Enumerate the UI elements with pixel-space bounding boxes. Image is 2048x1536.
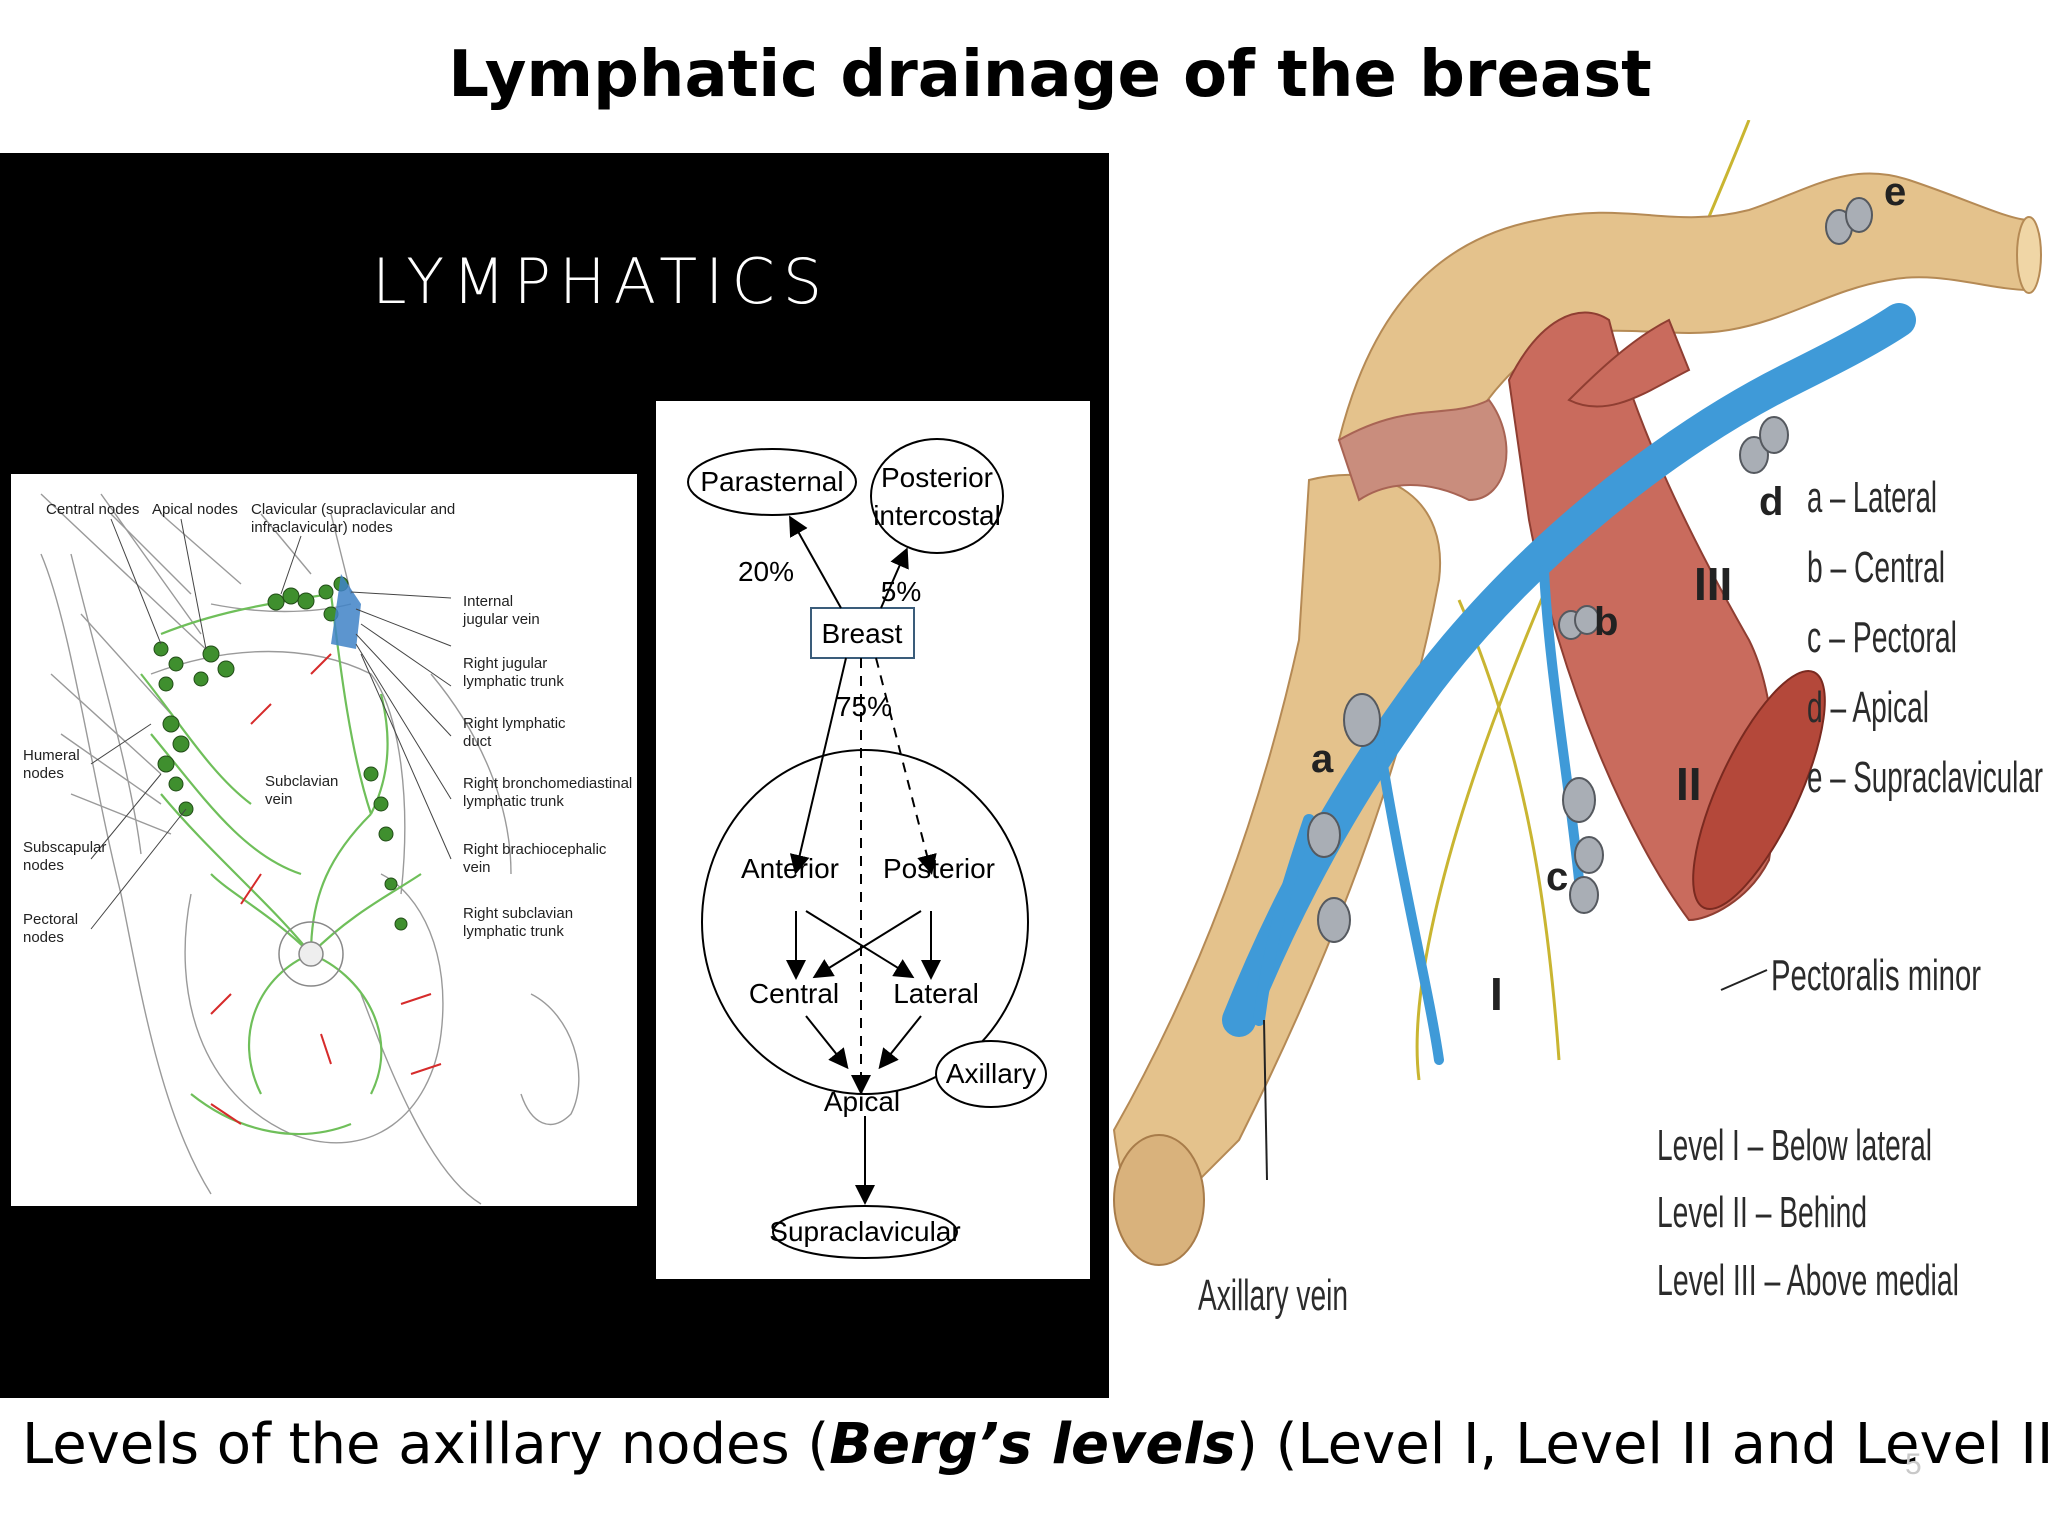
label-bronchomediastinal-2: lymphatic trunk [463,793,564,810]
label-pectoralis-minor: Pectoralis minor [1771,951,1981,1000]
drainage-arrows [210,653,442,1125]
level-desc-2: Level II – Behind [1657,1188,1867,1237]
lymph-vessel-network [140,592,422,1136]
node-parasternal: Parasternal [700,466,843,497]
label-axillary-vein: Axillary vein [1198,1271,1348,1320]
label-central-nodes: Central nodes [46,501,139,518]
caption-suffix: ) (Level I, Level II and Level III) [1235,1412,2048,1477]
nipple-areola [278,921,344,987]
label-humeral-nodes-1: Humeral [23,747,80,764]
label-leader-lines [90,518,452,930]
node-posterior: Posterior [883,853,995,884]
label-humeral-nodes-2: nodes [23,765,64,782]
axillary-label-ellipse [935,1040,1047,1108]
label-subclavian-vein-1: Subclavian [265,773,338,790]
legend-item-b: b – Central [1807,543,1945,592]
label-brachiocephalic-2: vein [463,859,491,876]
drainage-flowchart: Parasternal Posterior intercostal 20% 5%… [656,401,1090,1279]
node-letter-b: b [1594,600,1618,644]
slide-caption: Levels of the axillary nodes (Berg’s lev… [22,1412,2048,1477]
level-boundary-line-2 [1457,599,1561,1061]
node-posterior-intercostal-1: Posterior [881,462,993,493]
vein-tributary-2 [1539,565,1584,885]
label-subclavian-trunk-1: Right subclavian [463,905,573,922]
supraclavicular-ellipse [772,1205,958,1259]
label-subscapular-nodes-2: nodes [23,857,64,874]
label-pectoral-nodes-1: Pectoral [23,911,78,928]
slide-page-number: 5 [1905,1448,1922,1481]
parasternal-ellipse [687,448,857,516]
lymphatics-heading: LYMPHATICS [372,245,831,318]
legend-item-c: c – Pectoral [1807,613,1957,662]
label-brachiocephalic-1: Right brachiocephalic [463,841,607,858]
label-internal-jugular-1: Internal [463,593,513,610]
node-breast: Breast [822,618,903,649]
node-central: Central [749,978,839,1009]
caption-prefix: Levels of the axillary nodes ( [22,1412,830,1477]
node-apical: Apical [824,1086,900,1117]
node-letter-e: e [1884,170,1906,214]
label-apical-nodes: Apical nodes [152,501,238,518]
breast-lymphatics-illustration: Central nodes Apical nodes Clavicular (s… [11,474,637,1206]
label-pct-20: 20% [738,556,794,587]
posterior-intercostal-ellipse [870,438,1004,554]
label-right-lymphatic-duct-2: duct [463,733,492,750]
caption-bergs-levels: Berg’s levels [829,1412,1236,1477]
legend-item-e: e – Supraclavicular [1807,753,2043,802]
vein-tributary-1 [1374,735,1444,1065]
breast-box [810,607,915,659]
humerus [1112,473,1442,1242]
node-letter-d: d [1759,480,1783,524]
label-subscapular-nodes-1: Subscapular [23,839,106,856]
drainage-flowchart-svg: Parasternal Posterior intercostal 20% 5%… [687,438,1047,1259]
level-desc-1: Level I – Below lateral [1657,1121,1932,1170]
node-anterior: Anterior [741,853,839,884]
label-subclavian-vein-2: vein [265,791,293,808]
pectoralis-cut-surface [1692,669,1826,911]
label-internal-jugular-2: jugular vein [462,611,540,628]
level-desc-3: Level III – Above medial [1657,1256,1959,1305]
label-right-jugular-1: Right jugular [463,655,547,672]
pectoralis-upper-slip [1567,318,1691,408]
level-label-III: III [1694,558,1732,610]
label-pct-75: 75% [836,691,892,722]
axillary-node-shapes [1307,197,1873,943]
node-lateral: Lateral [893,978,979,1009]
subclavian-vein-shape [331,574,361,649]
label-pct-5: 5% [881,576,921,607]
axillary-levels-diagram: a b c d e I II III a – Lateral b – Centr… [1109,119,2048,1400]
nipple [298,941,324,967]
node-legend: a – Lateral b – Central c – Pectoral d –… [1807,473,2043,802]
label-subclavian-trunk-2: lymphatic trunk [463,923,564,940]
axillary-vein-leader-line [1263,1019,1268,1181]
flowchart-arrows [786,515,941,1205]
level-label-I: I [1490,968,1503,1020]
label-right-jugular-2: lymphatic trunk [463,673,564,690]
legend-item-a: a – Lateral [1807,473,1937,522]
label-pectoral-nodes-2: nodes [23,929,64,946]
humerus-cut-end [1113,1134,1205,1266]
level-label-II: II [1676,758,1702,810]
legend-item-d: d – Apical [1807,683,1929,732]
label-right-lymphatic-duct-1: Right lymphatic [463,715,566,732]
clavicle-end [2016,216,2042,294]
node-supraclavicular: Supraclavicular [769,1216,960,1247]
breast-lymphatics-svg: Central nodes Apical nodes Clavicular (s… [23,493,632,1205]
vein-tributary-3 [1253,814,1315,1026]
node-letter-c: c [1546,855,1568,899]
node-axillary: Axillary [946,1058,1036,1089]
node-letter-a: a [1311,737,1334,781]
label-bronchomediastinal-1: Right bronchomediastinal [463,775,632,792]
label-clavicular-nodes-2: infraclavicular) nodes [251,519,393,536]
axillary-levels-svg: a b c d e I II III a – Lateral b – Centr… [1112,119,2043,1320]
pectoralis-leader-line [1720,969,1768,991]
axillary-vein [1222,303,1916,1037]
label-clavicular-nodes-1: Clavicular (supraclavicular and [251,501,455,518]
coracoid-muscle [1337,398,1508,502]
node-posterior-intercostal-2: intercostal [873,500,1001,531]
level-descriptions: Level I – Below lateral Level II – Behin… [1657,1121,1959,1305]
slide-title: Lymphatic drainage of the breast [448,38,1652,112]
